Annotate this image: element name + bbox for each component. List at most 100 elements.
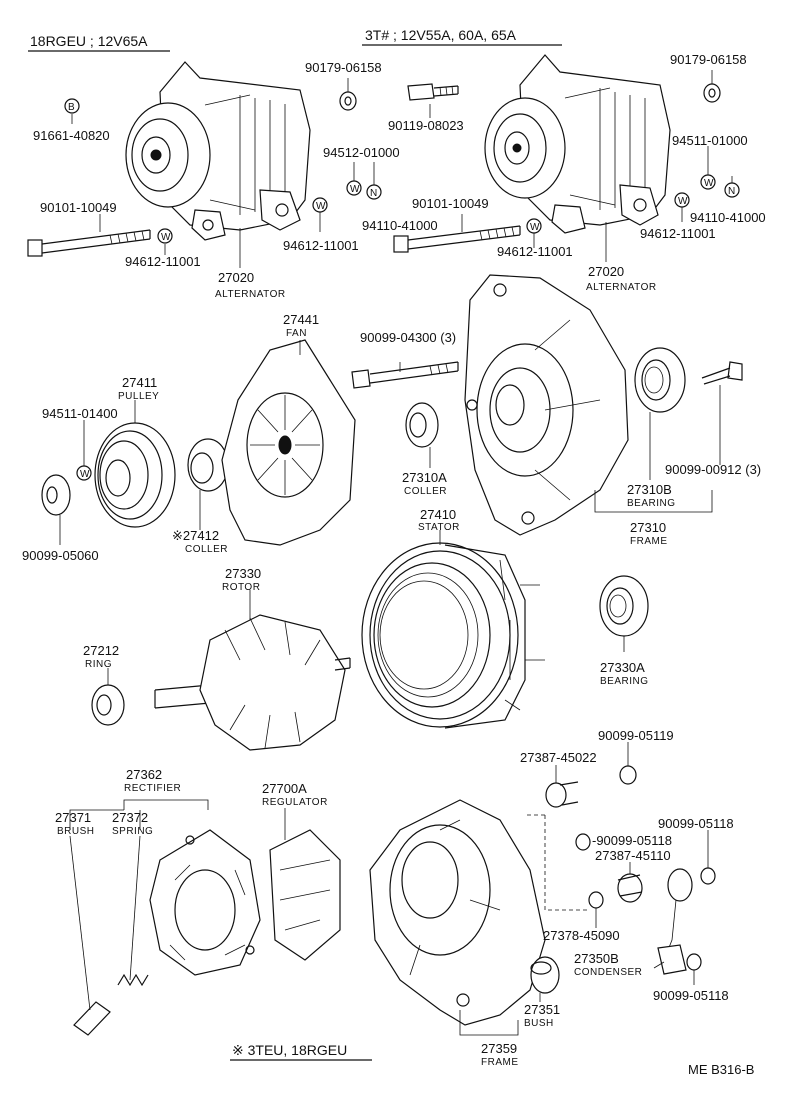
- label-94612-c: 94612-11001: [497, 244, 573, 259]
- ring-27212-drawing: [91, 684, 125, 726]
- label-90179-a: 90179-06158: [305, 60, 382, 75]
- label-90099-00912: 90099-00912 (3): [665, 462, 761, 477]
- label-27378: 27378-45090: [543, 928, 620, 943]
- label-94511-b: 94511-01400: [42, 406, 118, 421]
- nut-90099-05118-a: [575, 833, 591, 851]
- label-94110-b: 94110-41000: [690, 210, 766, 225]
- label-91661: 91661-40820: [33, 128, 110, 143]
- label-27372: 27372: [112, 810, 148, 825]
- regulator-drawing: [269, 829, 341, 961]
- rotor-drawing: [154, 614, 351, 751]
- washer-94612-a: W: [157, 228, 173, 244]
- label-94612-b: 94612-11001: [283, 238, 359, 253]
- label-27411: 27411: [122, 375, 157, 390]
- svg-text:N: N: [728, 186, 736, 197]
- frame-bracket-2: [459, 1010, 519, 1036]
- label-27310: 27310: [630, 520, 666, 535]
- label-27359-name: FRAME: [481, 1057, 519, 1068]
- label-27310a-name: COLLER: [404, 486, 447, 497]
- label-27412: ※27412: [172, 528, 219, 543]
- nut-94110-a: N: [366, 184, 382, 200]
- label-27330-name: ROTOR: [222, 582, 260, 593]
- label-27350b: 27350B: [574, 951, 619, 966]
- washer-94512: W: [346, 180, 362, 196]
- rectifier-bracket: [69, 799, 209, 830]
- nut-90099-05119: [619, 765, 637, 785]
- terminal-27387-45110: [617, 873, 643, 903]
- svg-text:W: W: [530, 222, 540, 233]
- spring-drawing: [117, 835, 149, 987]
- bolt-90119: [407, 83, 459, 101]
- rectifier-drawing: [149, 829, 261, 976]
- washer-94612-b: W: [312, 197, 328, 213]
- washer-94612-c: W: [526, 218, 542, 234]
- label-27350b-name: CONDENSER: [574, 967, 642, 978]
- nut-90099-05060: [41, 474, 71, 516]
- frame-27359-drawing: [369, 799, 546, 1026]
- label-90099-04300: 90099-04300 (3): [360, 330, 456, 345]
- label-27371-name: BRUSH: [57, 826, 95, 837]
- label-27387-45022: 27387-45022: [520, 750, 597, 765]
- label-27330a: 27330A: [600, 660, 645, 675]
- label-27362: 27362: [126, 767, 162, 782]
- label-27020-a: 27020: [218, 270, 254, 285]
- diagram-code: ME B316-B: [688, 1062, 754, 1077]
- washer-94612-d: W: [674, 192, 690, 208]
- bolt-91661: B: [64, 98, 80, 114]
- bearing-27310b-drawing: [634, 347, 686, 413]
- condenser-drawing: [657, 868, 693, 975]
- label-27330: 27330: [225, 566, 261, 581]
- nut-90099-05118-c: [686, 953, 702, 971]
- svg-text:W: W: [678, 196, 688, 207]
- label-94612-a: 94612-11001: [125, 254, 201, 269]
- label-90099-05119: 90099-05119: [598, 728, 674, 743]
- label-27351: 27351: [524, 1002, 560, 1017]
- heading-right: 3T# ; 12V55A, 60A, 65A: [365, 27, 517, 43]
- label-90119: 90119-08023: [388, 118, 464, 133]
- alternator-left-drawing: [125, 61, 311, 241]
- stator-drawing: [361, 542, 545, 729]
- label-27441: 27441: [283, 312, 319, 327]
- nut-90179-a: [339, 91, 357, 111]
- bolt-90101-left: [27, 229, 151, 257]
- brush-drawing: [69, 835, 111, 1036]
- label-27387-45110: 27387-45110: [595, 848, 671, 863]
- label-94511-a: 94511-01000: [672, 133, 748, 148]
- label-27362-name: RECTIFIER: [124, 783, 181, 794]
- label-27412-name: COLLER: [185, 544, 228, 555]
- dashed-guide: [525, 814, 590, 911]
- label-27310b-name: BEARING: [627, 498, 676, 509]
- frame-27310-drawing: [464, 274, 629, 536]
- svg-text:W: W: [316, 201, 326, 212]
- label-27410: 27410: [420, 507, 456, 522]
- bolt-90099-04300: [351, 361, 459, 389]
- label-27411-name: PULLEY: [118, 391, 159, 402]
- screw-90099-00912: [701, 361, 743, 385]
- label-27212: 27212: [83, 643, 119, 658]
- label-90099-05118-a: -90099-05118: [592, 833, 672, 848]
- label-27020-a-name: ALTERNATOR: [215, 289, 286, 300]
- label-27372-name: SPRING: [112, 826, 153, 837]
- label-90179-b: 90179-06158: [670, 52, 747, 67]
- label-27700a-name: REGULATOR: [262, 797, 328, 808]
- washer-94511-a: W: [700, 174, 716, 190]
- svg-text:N: N: [370, 188, 378, 199]
- label-27359: 27359: [481, 1041, 517, 1056]
- label-27371: 27371: [55, 810, 91, 825]
- labels: 91661-40820 90179-06158 90119-08023 9451…: [22, 52, 766, 1077]
- label-94110-a: 94110-41000: [362, 218, 438, 233]
- leader-lines: [59, 70, 733, 1002]
- nut-94110-b: N: [724, 182, 740, 198]
- svg-text:B: B: [68, 102, 75, 113]
- label-27212-name: RING: [85, 659, 112, 670]
- svg-text:W: W: [350, 184, 360, 195]
- label-27351-name: BUSH: [524, 1018, 554, 1029]
- label-90099-05118-c: 90099-05118: [653, 988, 729, 1003]
- heading-left: 18RGEU ; 12V65A: [30, 33, 148, 49]
- coller-27310a-drawing: [405, 402, 439, 448]
- label-27410-name: STATOR: [418, 522, 460, 533]
- alternator-right-drawing: [484, 54, 671, 234]
- washer-94511-b: W: [76, 465, 92, 481]
